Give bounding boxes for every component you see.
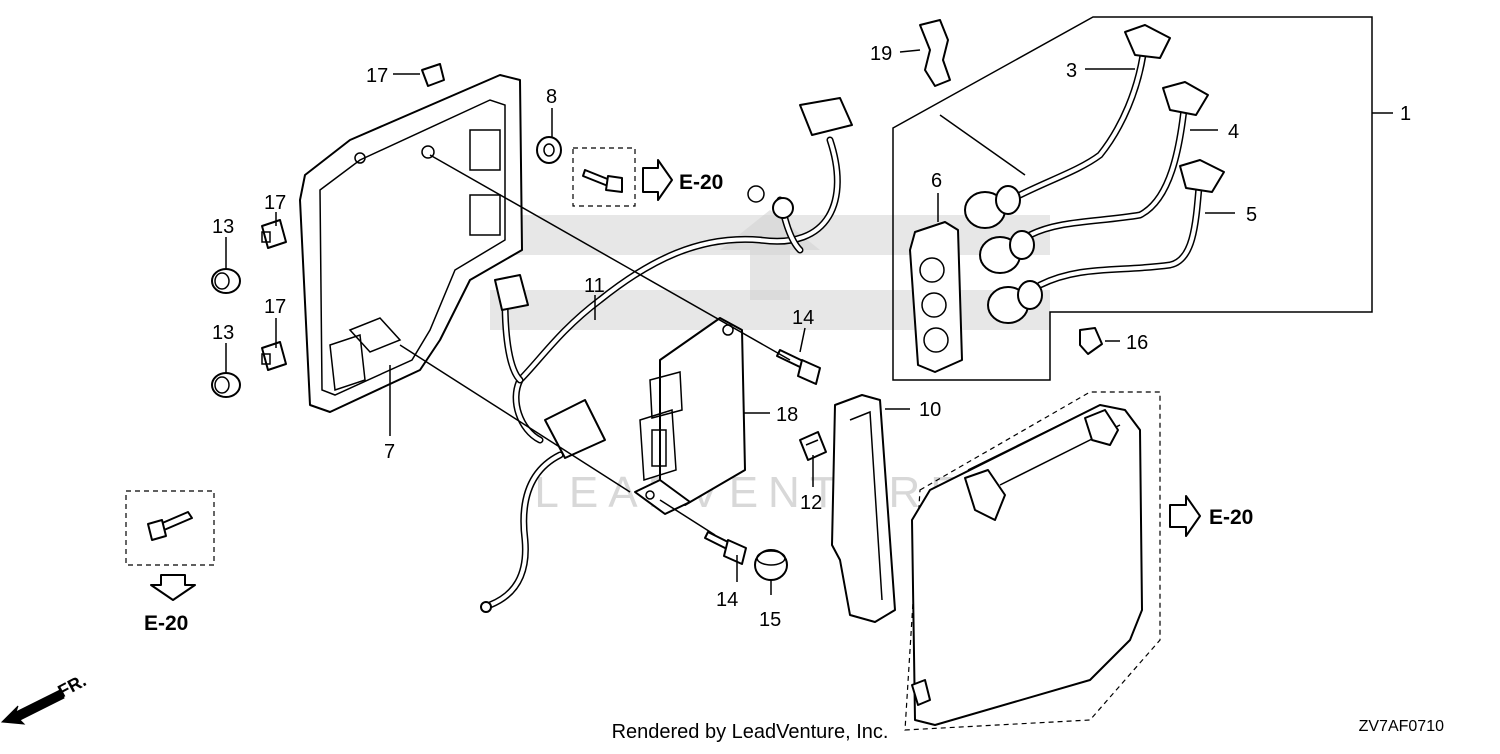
callout-14-upper: 14: [792, 307, 814, 329]
arrow-down: [150, 574, 196, 601]
ignition-coil-3: [964, 24, 1171, 229]
bolt-14-lower: [704, 531, 747, 565]
ignition-coil-4: [979, 81, 1209, 274]
callout-16: 16: [1126, 332, 1148, 354]
callout-14-lower: 14: [716, 589, 738, 611]
clip-16: [1079, 327, 1103, 355]
ignition-coil-5: [987, 159, 1225, 324]
collar-mid: [261, 219, 287, 249]
callout-10: 10: [919, 399, 941, 421]
callout-19: 19: [870, 43, 892, 65]
kit-outline: [892, 16, 1393, 381]
collar-top: [421, 63, 445, 87]
arrow-right-side: [1169, 495, 1201, 537]
clip-19: [919, 19, 951, 87]
bolt-14-upper: [776, 349, 821, 385]
grommet-8: [536, 136, 562, 164]
watermark-logo: [490, 210, 1050, 330]
footer-credit: Rendered by LeadVenture, Inc.: [612, 721, 889, 743]
callout-12: 12: [800, 492, 822, 514]
diagram-code: ZV7AF0710: [1359, 718, 1444, 735]
arrow-right-top: [642, 159, 673, 201]
control-box-cover: [299, 74, 523, 413]
callout-8: 8: [546, 86, 557, 108]
callout-17-mid: 17: [264, 192, 286, 214]
front-direction-arrow-icon: [0, 689, 65, 725]
callout-17-low: 17: [264, 296, 286, 318]
ref-label-top[interactable]: E-20: [679, 171, 723, 194]
ref-label-right[interactable]: E-20: [1209, 506, 1253, 529]
watermark-text: LEADVENTURE: [534, 468, 969, 517]
callout-17-top: 17: [366, 65, 388, 87]
callout-18: 18: [776, 404, 798, 426]
collar-low: [261, 341, 287, 371]
callout-3: 3: [1066, 60, 1077, 82]
ignition-module: [634, 317, 746, 515]
callout-4: 4: [1228, 121, 1239, 143]
callout-5: 5: [1246, 204, 1257, 226]
ref-label-bottom[interactable]: E-20: [144, 612, 188, 635]
callout-11: 11: [584, 275, 605, 297]
callout-15: 15: [759, 609, 781, 631]
callout-13-lower: 13: [212, 322, 234, 344]
callout-6: 6: [931, 170, 942, 192]
callout-1: 1: [1400, 103, 1411, 125]
leader-lines: [225, 49, 1235, 595]
bolt-box-top: [572, 147, 636, 207]
cord-guide: [831, 394, 896, 623]
grommet-upper: [211, 268, 241, 294]
wire-harness: [480, 97, 853, 613]
side-cover: [904, 391, 1161, 731]
cap-15: [754, 549, 788, 581]
callout-13-upper: 13: [212, 216, 234, 238]
callout-7: 7: [384, 441, 395, 463]
clip-12: [799, 431, 827, 461]
grommet-lower: [211, 372, 241, 398]
cord-holder: [909, 221, 963, 373]
bolt-box-bottom: [125, 490, 215, 566]
